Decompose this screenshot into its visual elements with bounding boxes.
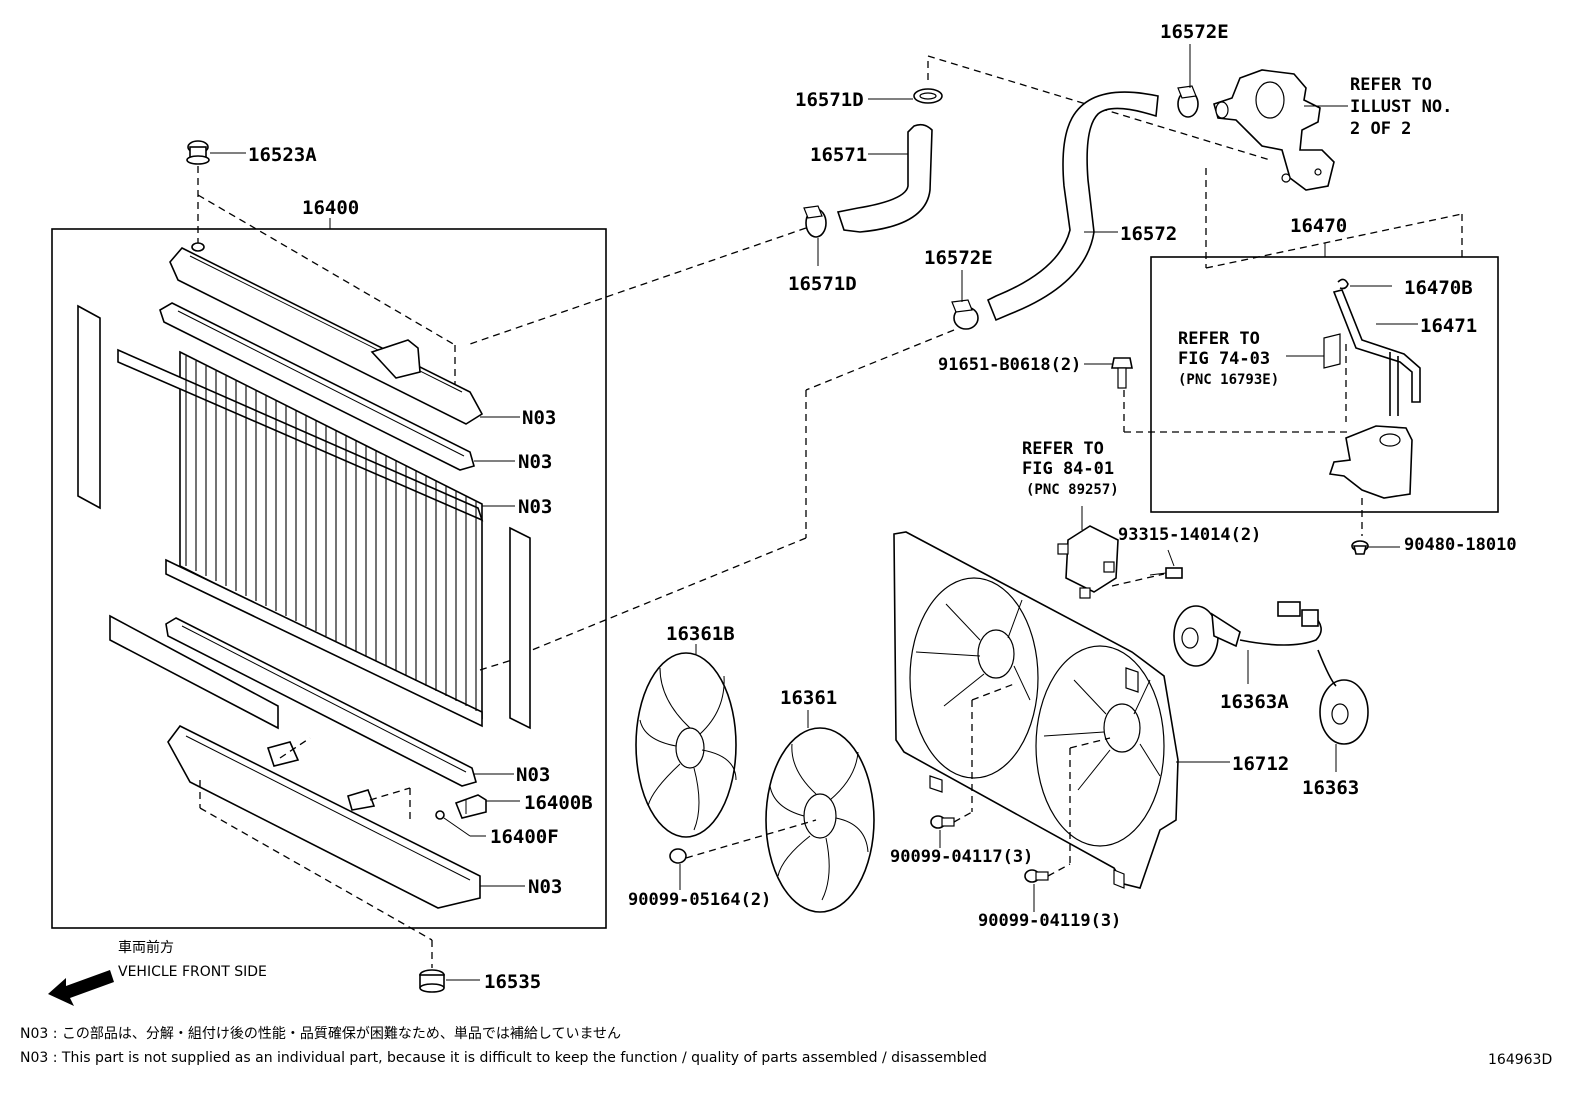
bolt-90099-04117[interactable] [930,815,955,829]
fan-controller[interactable] [1057,525,1119,599]
label-16523A: 16523A [248,144,317,166]
fan-motor-16363[interactable] [1317,649,1369,745]
ref-fig84-line1: REFER TO [1022,439,1104,459]
note-n03-en: N03 : This part is not supplied as an in… [20,1050,987,1066]
label-90099-05164: 90099-05164(2) [628,890,771,910]
label-n03-lower-tank: N03 [528,876,562,898]
label-93315: 93315-14014(2) [1118,525,1261,545]
drain-cock-16400B[interactable] [454,794,487,819]
label-16361: 16361 [780,687,837,709]
reservoir-tank[interactable] [1328,425,1413,499]
label-16470: 16470 [1290,215,1347,237]
hose-clamp-16572E-mid[interactable] [951,299,979,330]
ref-fig84-pnc: (PNC 89257) [1026,482,1119,498]
bolt-93315[interactable] [1149,567,1183,579]
label-16571: 16571 [810,144,867,166]
radiator-upper-tank[interactable] [169,242,484,425]
label-16400F: 16400F [490,826,559,848]
fan-16361B[interactable] [635,652,737,838]
ref-fig84-line2: FIG 84-01 [1022,459,1114,479]
ref-fig74-pnc: (PNC 16793E) [1178,372,1279,388]
radiator-cap-16523A[interactable] [186,140,210,165]
upper-tank-gasket [159,302,475,471]
water-outlet-housing[interactable] [1213,69,1335,191]
ref-illust-line3: 2 OF 2 [1350,119,1411,139]
nut-90099-05164[interactable] [669,848,687,864]
clip-90480[interactable] [1351,540,1369,555]
bolt-90099-04119[interactable] [1024,869,1049,883]
side-seal-left [77,304,101,510]
label-16572E-top: 16572E [1160,21,1229,43]
hose-clamp-16571D-bottom[interactable] [803,205,827,238]
label-16535: 16535 [484,971,541,993]
label-16363: 16363 [1302,777,1359,799]
direction-label-en: VEHICLE FRONT SIDE [118,964,267,980]
direction-label-jp: 車両前方 [118,939,174,956]
fan-16361[interactable] [765,727,875,913]
label-n03-core: N03 [518,496,552,518]
fan-shroud-16712[interactable] [893,531,1179,889]
label-16571D-top: 16571D [795,89,864,111]
label-90099-04119: 90099-04119(3) [978,911,1121,931]
radiator-lower-tank[interactable] [167,724,481,909]
lower-tank-gasket [165,617,477,787]
label-16470B: 16470B [1404,277,1473,299]
radiator-core[interactable] [109,348,484,730]
hose-16572[interactable] [986,91,1159,322]
label-16571D-bottom: 16571D [788,273,857,295]
label-91651: 91651-B0618(2) [938,355,1081,375]
label-n03-upper-gasket: N03 [518,451,552,473]
ref-fig74-line2: FIG 74-03 [1178,349,1270,369]
ref-illust-line1: REFER TO [1350,75,1432,95]
diagram-id: 164963D [1488,1052,1552,1068]
label-90099-04117: 90099-04117(3) [890,847,1033,867]
overflow-hose-16471[interactable] [1332,289,1421,403]
label-16712: 16712 [1232,753,1289,775]
ref-fig74-line1: REFER TO [1178,329,1260,349]
label-n03-lower-gasket: N03 [516,764,550,786]
clip-16470B[interactable] [1337,278,1349,290]
label-16363A: 16363A [1220,691,1289,713]
label-16471: 16471 [1420,315,1477,337]
fan-motor-16363A[interactable] [1173,601,1322,667]
hose-clamp-16572E-top[interactable] [1177,85,1199,118]
note-n03-jp: N03 : この部品は、分解・組付け後の性能・品質確保が困難なため、単品では補給… [20,1026,621,1042]
label-16400B: 16400B [524,792,593,814]
label-16572: 16572 [1120,223,1177,245]
label-90480: 90480-18010 [1404,535,1517,555]
label-16361B: 16361B [666,623,735,645]
hose-16571[interactable] [836,123,933,233]
ref-illust-line2: ILLUST NO. [1350,97,1452,117]
label-n03-upper-tank: N03 [522,407,556,429]
label-16572E-mid: 16572E [924,247,993,269]
lower-mount-16535[interactable] [419,969,445,993]
radiator-assembly-box [51,228,607,929]
o-ring-16400F[interactable] [435,810,445,820]
side-seal-right [509,526,531,730]
label-16400: 16400 [302,197,359,219]
bolt-91651[interactable] [1111,357,1133,389]
hose-clamp-16571D-top[interactable] [913,88,943,104]
vehicle-front-arrow [48,970,114,1006]
